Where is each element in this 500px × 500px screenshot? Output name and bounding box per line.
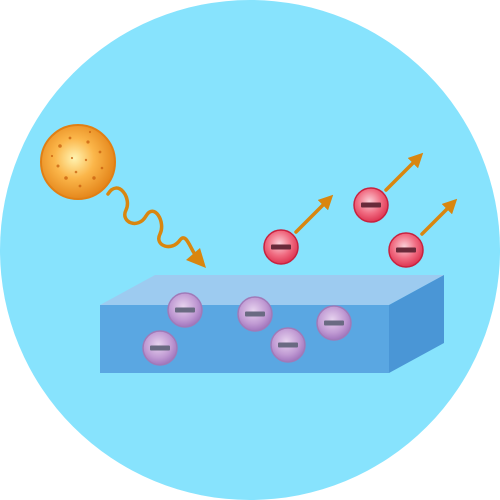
plate-side [389, 275, 444, 373]
sun-icon [40, 124, 116, 200]
plate-top [100, 275, 444, 305]
bound-electron [237, 296, 273, 332]
photon-arrowhead-icon [186, 248, 206, 268]
bound-electron [142, 330, 178, 366]
emitted-electron [263, 194, 334, 265]
emitted-electron [353, 152, 424, 223]
emission-arrow-icon [294, 194, 334, 234]
bound-electron [167, 292, 203, 328]
emitted-electron [388, 198, 458, 268]
emission-arrow-icon [384, 152, 424, 192]
emission-arrow-icon [420, 198, 458, 236]
bound-electron [316, 305, 352, 341]
bound-electron [270, 327, 306, 363]
photon-wavy-arrow-icon [106, 186, 198, 258]
